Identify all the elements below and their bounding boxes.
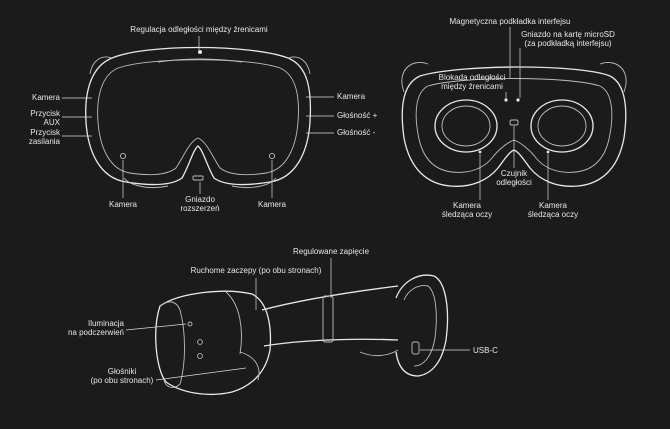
rear-lens-right-inner xyxy=(537,105,587,147)
label-ir-1: Iluminacja xyxy=(88,319,125,328)
rear-ipd-lock xyxy=(504,98,508,102)
label-power-button-2: zasilania xyxy=(29,137,61,146)
side-strap-lower xyxy=(359,349,399,357)
side-strap-bottom xyxy=(263,338,399,347)
front-expansion-port xyxy=(192,175,204,181)
rear-eyecam-left xyxy=(478,150,482,154)
rear-distance-sensor xyxy=(509,119,519,126)
rear-outer-shell xyxy=(401,66,627,187)
front-camera-left xyxy=(119,152,127,160)
label-expansion-2: rozszerzeń xyxy=(180,204,219,213)
rear-lens-left xyxy=(434,99,498,153)
label-volume-up: Głośność + xyxy=(337,111,378,120)
side-ir-sensor xyxy=(187,321,193,327)
label-speakers-1: Głośniki xyxy=(108,367,137,376)
side-main-body xyxy=(155,290,272,395)
label-distance-sensor-1: Czujnik xyxy=(501,169,528,178)
side-strap-buckle xyxy=(322,295,334,343)
front-right-cushion xyxy=(231,177,277,189)
front-band-left xyxy=(89,56,113,75)
front-outer-shell xyxy=(85,46,312,186)
label-aux-button-1: Przycisk xyxy=(30,109,61,118)
label-camera-left: Kamera xyxy=(32,93,61,102)
label-aux-button-2: AUX xyxy=(44,118,61,127)
side-front-face xyxy=(159,301,185,388)
rear-band-left xyxy=(401,62,429,93)
side-speaker-grille xyxy=(239,351,260,381)
label-microsd-2: (za podkładką interfejsu) xyxy=(524,39,611,48)
rear-lens-right xyxy=(530,99,594,153)
side-latch-ridge xyxy=(225,291,242,355)
side-button-top xyxy=(197,339,203,345)
label-eyecam-right-2: śledząca oczy xyxy=(528,210,578,219)
side-view xyxy=(155,274,449,395)
rear-microsd-slot xyxy=(516,98,520,102)
rear-eyecam-right xyxy=(546,150,550,154)
label-speakers-2: (po obu stronach) xyxy=(91,376,154,385)
side-usbc-port xyxy=(411,341,420,355)
label-ipd-lock-1: Blokada odległości xyxy=(439,73,506,82)
label-volume-down: Głośność - xyxy=(337,128,376,137)
rear-view xyxy=(401,62,627,187)
rear-band-right xyxy=(599,62,627,93)
side-rear-cradle xyxy=(395,274,449,377)
label-camera-bottom-left: Kamera xyxy=(109,200,138,209)
front-band-right xyxy=(287,56,311,75)
label-camera-right: Kamera xyxy=(337,92,366,101)
label-distance-sensor-2: odległości xyxy=(496,178,532,187)
side-rear-cradle-inner xyxy=(403,285,437,367)
front-left-cushion xyxy=(123,177,169,189)
front-inner-glass xyxy=(97,59,299,176)
front-top-rim xyxy=(157,58,243,63)
label-microsd-1: Gniazdo na kartę microSD xyxy=(521,30,615,39)
label-power-button-1: Przycisk xyxy=(30,128,61,137)
label-ipd-adjust: Regulacja odległości między źrenicami xyxy=(130,25,268,34)
rear-lens-left-inner xyxy=(441,105,491,147)
label-expansion-1: Gniazdo xyxy=(185,195,215,204)
label-eyecam-right-1: Kamera xyxy=(539,201,568,210)
label-eyecam-left-2: śledząca oczy xyxy=(442,210,492,219)
label-eyecam-left-1: Kamera xyxy=(453,201,482,210)
label-usbc: USB-C xyxy=(473,346,498,355)
label-camera-bottom-right: Kamera xyxy=(258,200,287,209)
label-ipd-lock-2: między źrenicami xyxy=(441,82,503,91)
label-latches: Ruchome zaczepy (po obu stronach) xyxy=(191,266,322,275)
rear-cushion xyxy=(415,78,613,173)
front-view xyxy=(85,46,312,189)
side-strap-top xyxy=(261,285,399,311)
label-magnetic-pad: Magnetyczna podkładka interfejsu xyxy=(450,17,571,26)
front-camera-right xyxy=(268,152,276,160)
side-button-bottom xyxy=(197,353,203,359)
front-ipd-dial xyxy=(198,50,202,54)
label-ir-2: na podczerwień xyxy=(68,328,124,337)
label-strap: Regulowane zapięcie xyxy=(293,247,370,256)
